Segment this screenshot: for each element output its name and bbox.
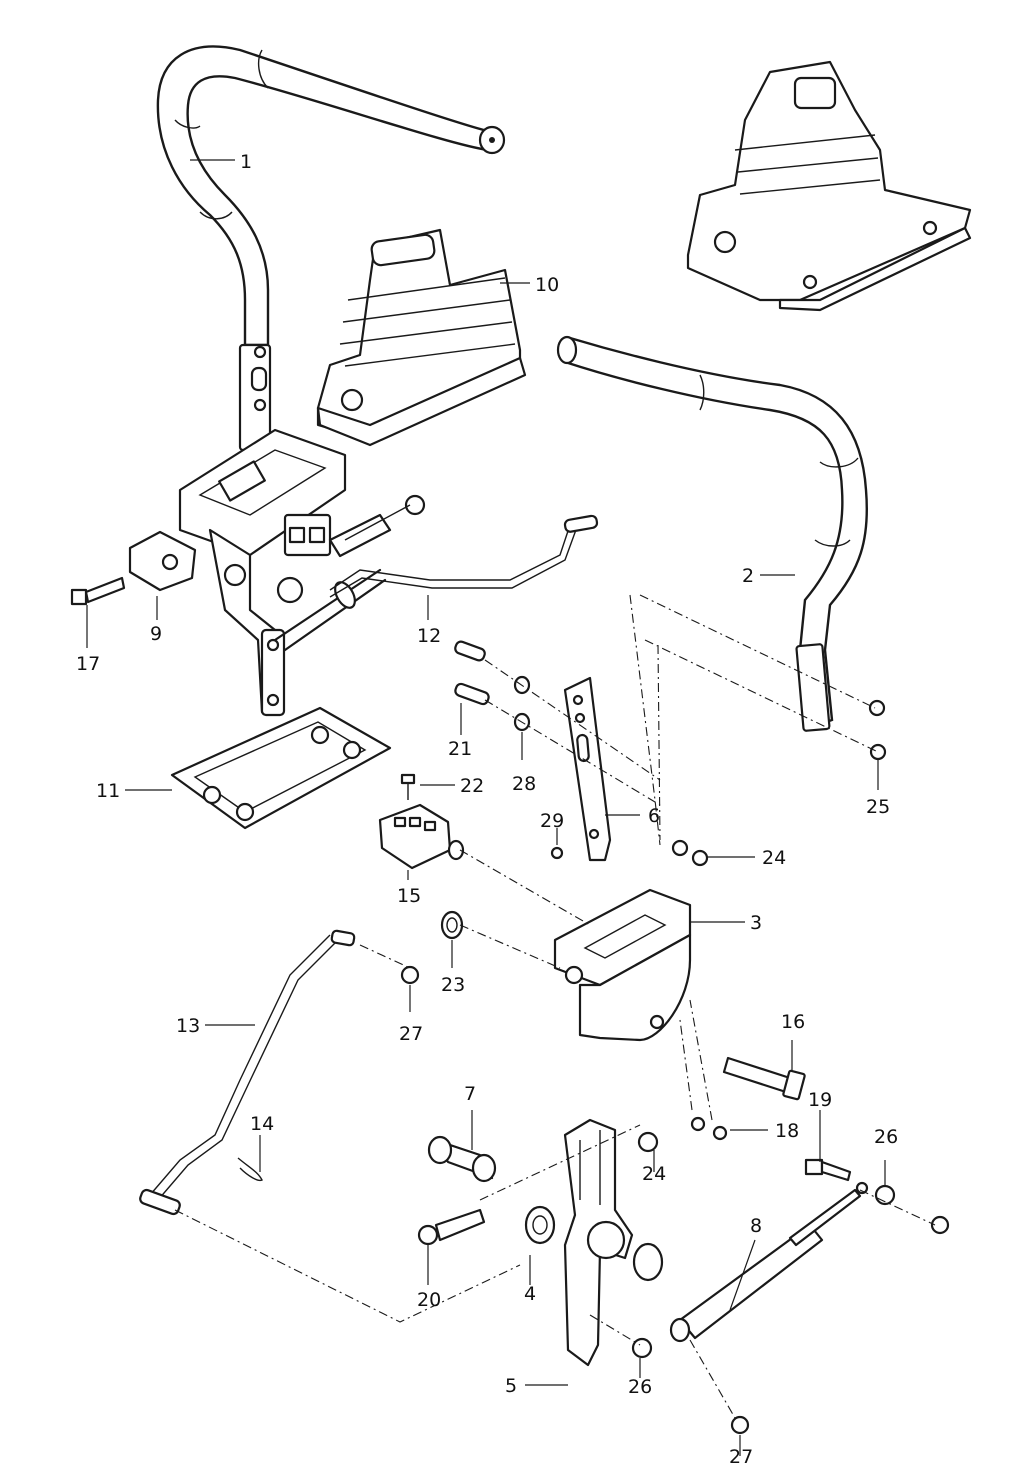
callout-18: 18	[775, 1120, 799, 1142]
nut-27	[400, 965, 950, 1435]
switch-15	[378, 803, 465, 870]
callout-11: 11	[96, 780, 120, 802]
callout-6: 6	[648, 805, 660, 827]
bolt-16	[722, 1056, 806, 1101]
sleeve-7	[427, 1135, 497, 1183]
nut-29	[550, 846, 564, 860]
callout-24-upper: 24	[762, 847, 786, 869]
gas-spring-8	[669, 1181, 869, 1343]
callout-28: 28	[512, 773, 536, 795]
callout-13: 13	[176, 1015, 200, 1037]
callout-26-lower: 26	[628, 1376, 652, 1398]
control-lever-right	[556, 335, 869, 732]
callout-1: 1	[240, 151, 252, 173]
callout-9: 9	[150, 623, 162, 645]
bolt-20	[417, 1208, 486, 1246]
rod-12	[329, 514, 599, 598]
callout-23: 23	[441, 974, 465, 996]
leader-lines	[86, 159, 886, 1456]
clip-14	[237, 1157, 263, 1182]
screw-22	[400, 773, 416, 800]
callout-8: 8	[750, 1215, 762, 1237]
callout-27-lower: 27	[729, 1446, 753, 1468]
callout-22: 22	[460, 775, 484, 797]
callout-26-upper: 26	[874, 1126, 898, 1148]
callout-3: 3	[750, 912, 762, 934]
lever-arm-6	[563, 676, 612, 862]
bolt-18	[690, 1116, 728, 1141]
linkage-rod-13	[139, 929, 356, 1216]
mounting-block	[128, 530, 197, 592]
grommet-23	[440, 910, 464, 940]
callout-4: 4	[524, 1283, 536, 1305]
callout-27-upper: 27	[399, 1023, 423, 1045]
callout-24-lower: 24	[642, 1163, 666, 1185]
pin-21	[454, 640, 490, 706]
rubber-boot-10	[316, 228, 527, 447]
callout-20: 20	[417, 1289, 441, 1311]
bushing-4	[524, 1205, 556, 1245]
callout-12: 12	[417, 625, 441, 647]
lever-shaft	[238, 343, 272, 452]
callout-21: 21	[448, 738, 472, 760]
pivot-assembly-left	[178, 428, 426, 717]
callout-29: 29	[540, 810, 564, 832]
callout-5: 5	[505, 1375, 517, 1397]
boot-assembly-top-right	[686, 60, 972, 312]
pivot-lever-5	[563, 1118, 634, 1367]
callout-19: 19	[808, 1089, 832, 1111]
callout-2: 2	[742, 565, 754, 587]
bolt-17	[70, 576, 126, 606]
gasket-11	[170, 706, 392, 830]
bushing-right	[632, 1242, 664, 1282]
callout-16: 16	[781, 1011, 805, 1033]
nut-25	[868, 699, 887, 761]
callout-7: 7	[464, 1083, 476, 1105]
callout-14: 14	[250, 1113, 274, 1135]
bracket-3	[553, 888, 692, 1042]
alignment-lines	[174, 594, 936, 1419]
control-lever-left	[156, 45, 506, 347]
bolt-19	[804, 1158, 852, 1182]
callout-25: 25	[866, 796, 890, 818]
nut-24	[637, 839, 709, 1153]
callout-labels: 1 2 3 4 5 6 7 8 9 10 11 12 13 14 15 16 1…	[76, 151, 898, 1468]
callout-10: 10	[535, 274, 559, 296]
callout-15: 15	[397, 885, 421, 907]
callout-17: 17	[76, 653, 100, 675]
